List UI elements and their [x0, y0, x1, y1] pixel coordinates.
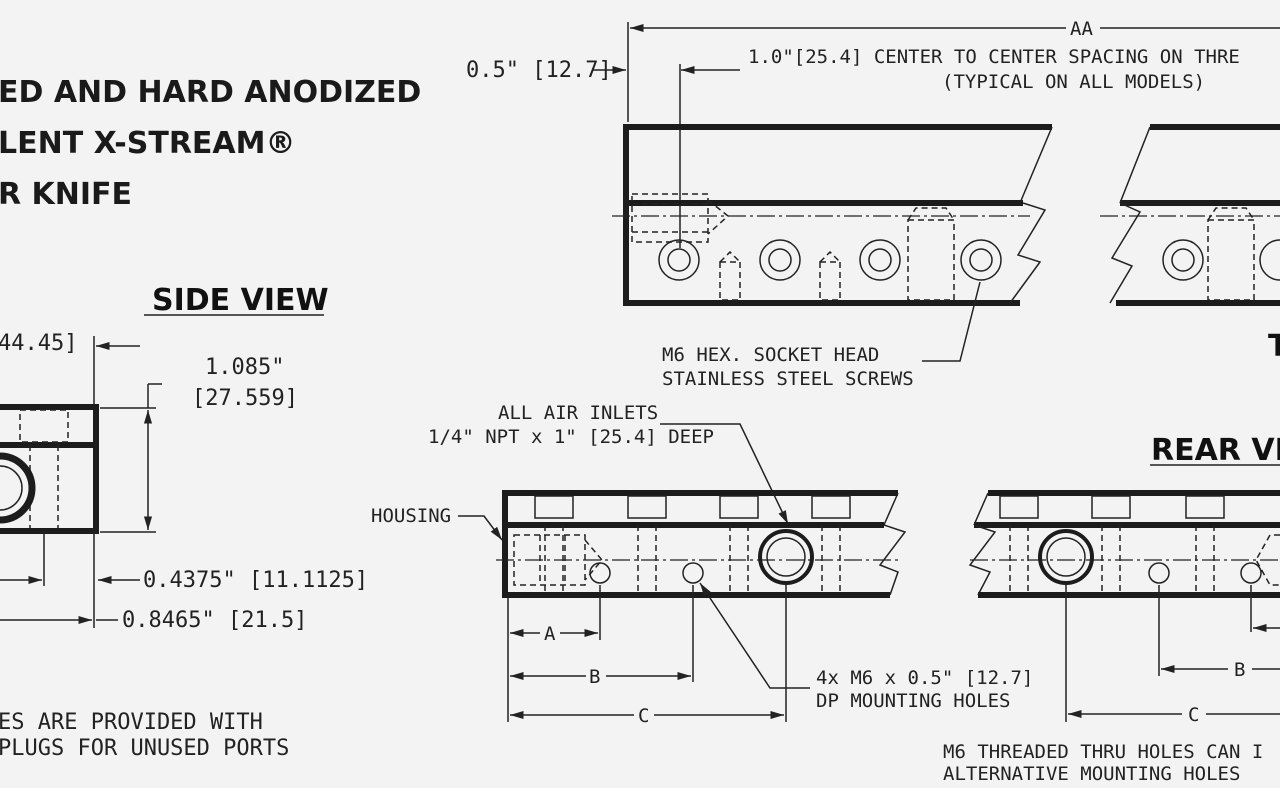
thru-note-line-2: ALTERNATIVE MOUNTING HOLES	[943, 763, 1240, 785]
front-dim-c: C	[638, 705, 649, 727]
inlets-note-line-1: ALL AIR INLETS	[498, 402, 658, 424]
title-line-3: R KNIFE	[0, 177, 132, 212]
rear-dim-c: C	[1188, 704, 1199, 726]
rear-thru-hole-1	[1148, 562, 1170, 584]
title-line-2: LENT X-STREAM®	[0, 126, 296, 161]
rear-view-body	[968, 490, 1280, 598]
screws-note-line-2: STAINLESS STEEL SCREWS	[662, 368, 914, 390]
side-inlet-offset-dim: 0.4375" [11.1125]	[143, 568, 368, 593]
top-screws-hidden	[719, 207, 1255, 301]
housing-label: HOUSING	[371, 505, 451, 527]
front-air-inlet	[758, 529, 814, 585]
rear-screws	[999, 495, 1225, 592]
side-width-dim: 44.45]	[0, 331, 77, 356]
screws-note-line-1: M6 HEX. SOCKET HEAD	[662, 344, 879, 366]
housing-leader	[458, 515, 503, 541]
front-mount-hole-1	[589, 562, 611, 584]
front-view-body	[496, 490, 907, 598]
top-view-right-segment	[1100, 124, 1280, 306]
title-line-1: ED AND HARD ANODIZED	[0, 75, 421, 110]
top-mounting-holes	[658, 239, 1280, 281]
top-inlet-hidden	[631, 193, 730, 243]
spacing-note-line-2: (TYPICAL ON ALL MODELS)	[942, 71, 1205, 93]
plugs-note-line-2: PLUGS FOR UNUSED PORTS	[0, 736, 289, 761]
side-view-body	[0, 404, 99, 534]
rear-view-heading: REAR VIE	[1151, 433, 1280, 468]
side-depth-dim: 0.8465" [21.5]	[122, 608, 307, 633]
rear-thru-hole-2	[1240, 562, 1262, 584]
thru-note-line-1: M6 THREADED THRU HOLES CAN I	[943, 741, 1263, 763]
top-view-heading-partial: T	[1268, 329, 1280, 364]
plugs-note-line-1: ES ARE PROVIDED WITH	[0, 710, 263, 735]
screws-note-leader	[922, 281, 981, 362]
side-inlet-port	[0, 452, 36, 524]
front-dim-a: A	[544, 623, 556, 645]
end-offset-dim: 0.5" [12.7]	[466, 58, 612, 83]
mount-note-line-1: 4x M6 x 0.5" [12.7]	[816, 667, 1033, 689]
side-screw-head	[19, 409, 69, 443]
spacing-note-line-1: 1.0"[25.4] CENTER TO CENTER SPACING ON T…	[748, 46, 1240, 68]
side-view-heading: SIDE VIEW	[152, 283, 329, 318]
top-view-left-segment	[612, 124, 1053, 306]
rear-dim-b: B	[1234, 659, 1245, 681]
inlets-note-line-2: 1/4" NPT x 1" [25.4] DEEP	[428, 426, 714, 448]
overall-length-dim: AA	[1070, 18, 1093, 40]
front-mount-hole-2	[682, 562, 704, 584]
rear-air-inlet	[1038, 529, 1094, 585]
side-height-mm: [27.559]	[192, 386, 298, 411]
side-height-in: 1.085"	[205, 355, 284, 380]
mount-note-leader	[699, 582, 810, 689]
mount-note-line-2: DP MOUNTING HOLES	[816, 690, 1010, 712]
front-screws	[534, 495, 851, 592]
front-dim-b: B	[589, 666, 600, 688]
